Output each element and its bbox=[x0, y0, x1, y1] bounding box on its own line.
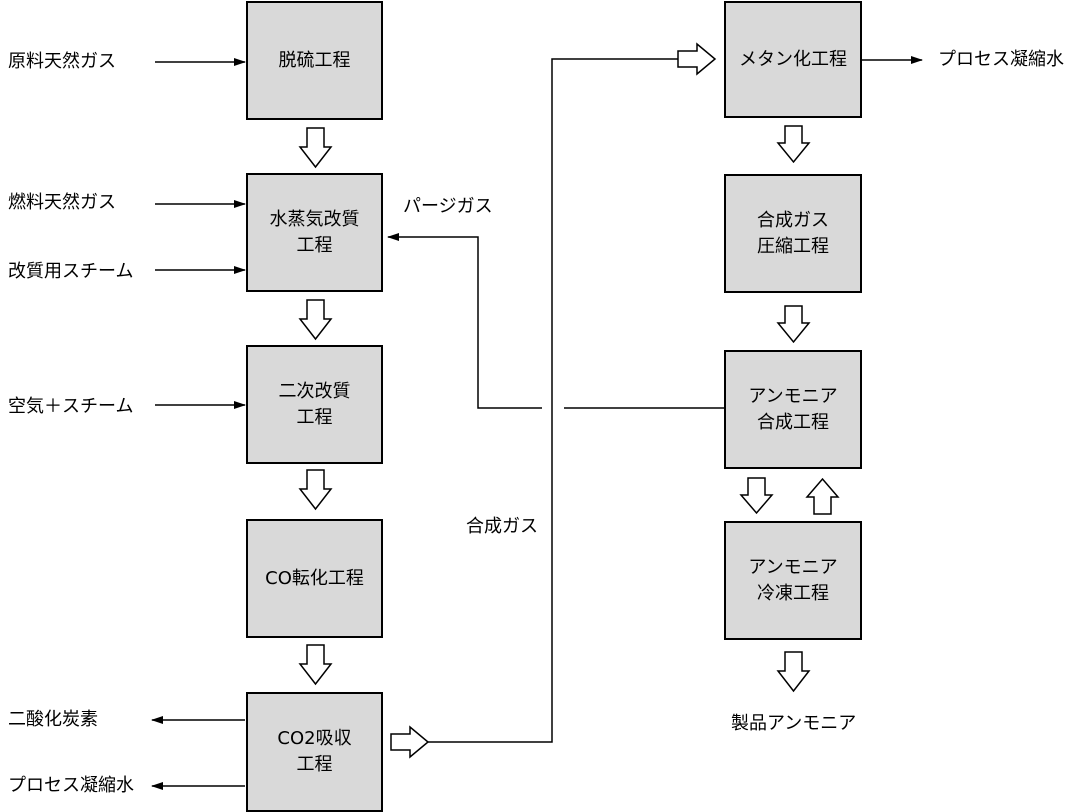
process-methanation: メタン化工程 bbox=[724, 1, 862, 118]
synthesis-gas-line bbox=[428, 58, 678, 743]
flow-arrow-secondary-to-shift bbox=[298, 469, 333, 511]
label-reforming-steam: 改質用スチーム bbox=[8, 261, 134, 282]
process-co2-absorption: CO2吸収 工程 bbox=[246, 692, 383, 812]
flow-arrow-shift-to-absorption bbox=[298, 644, 333, 686]
label-synthesis-gas: 合成ガス bbox=[466, 516, 538, 537]
flow-arrow-absorption-out bbox=[390, 725, 430, 759]
process-steam-reforming: 水蒸気改質 工程 bbox=[246, 173, 383, 292]
flow-arrow-reform-to-secondary bbox=[298, 299, 333, 341]
label-fuel-natural-gas: 燃料天然ガス bbox=[8, 192, 116, 213]
flow-arrow-refrigeration-to-synthesis bbox=[805, 477, 840, 515]
label-feed-natural-gas: 原料天然ガス bbox=[8, 51, 116, 72]
label-purge-gas: パージガス bbox=[403, 196, 493, 217]
label-air-steam: 空気＋スチーム bbox=[8, 396, 134, 417]
process-co-shift: CO転化工程 bbox=[246, 519, 383, 638]
flow-arrow-compression-to-synthesis bbox=[776, 305, 811, 344]
label-process-condensate-right: プロセス凝縮水 bbox=[938, 49, 1064, 70]
process-desulfurization: 脱硫工程 bbox=[246, 1, 383, 120]
purge-gas-line-left bbox=[387, 233, 542, 409]
flow-arrow-refrigeration-to-product bbox=[776, 651, 811, 693]
process-ammonia-synthesis: アンモニア 合成工程 bbox=[724, 350, 862, 469]
process-secondary-reforming: 二次改質 工程 bbox=[246, 345, 383, 464]
flow-arrow-into-methanation bbox=[677, 42, 717, 76]
label-product-ammonia: 製品アンモニア bbox=[731, 713, 857, 734]
flow-arrow-desulf-to-reform bbox=[298, 127, 333, 169]
flow-arrow-synthesis-to-refrigeration bbox=[739, 477, 774, 515]
process-ammonia-refrigeration: アンモニア 冷凍工程 bbox=[724, 521, 862, 640]
process-syngas-compression: 合成ガス 圧縮工程 bbox=[724, 174, 862, 293]
label-process-condensate-left: プロセス凝縮水 bbox=[8, 775, 134, 796]
flow-arrow-methanation-to-compression bbox=[776, 125, 811, 164]
label-carbon-dioxide: 二酸化炭素 bbox=[8, 709, 98, 730]
